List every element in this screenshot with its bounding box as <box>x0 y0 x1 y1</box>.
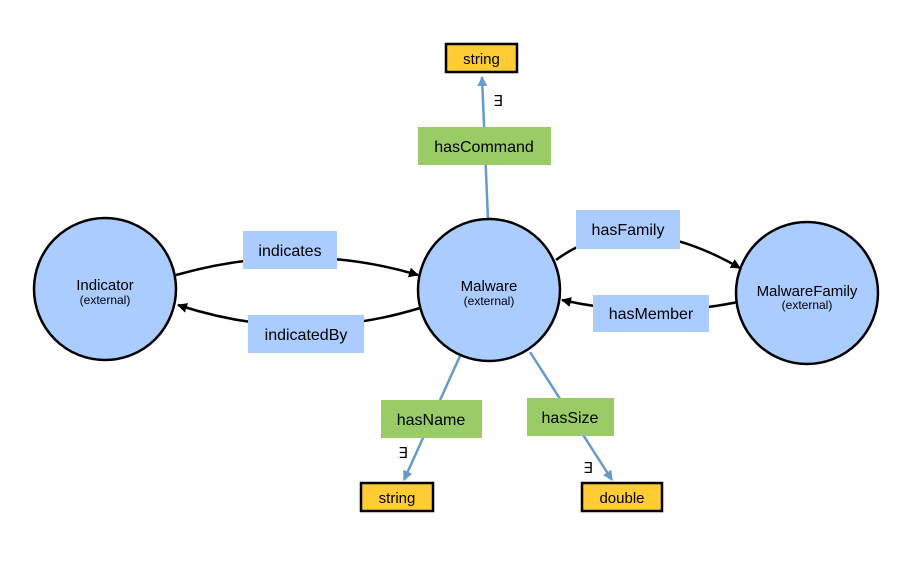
has-name-exists-symbol: ∃ <box>398 444 407 462</box>
indicates-label[interactable]: indicates <box>243 231 337 269</box>
has-name-label-text: hasName <box>397 412 466 429</box>
size-datatype-text: double <box>599 490 644 507</box>
has-family-label[interactable]: hasFamily <box>576 210 680 249</box>
malware-title: Malware <box>461 278 518 295</box>
size-datatype-box[interactable]: double <box>580 481 664 513</box>
command-datatype-text: string <box>463 51 500 68</box>
has-member-label[interactable]: hasMember <box>593 295 709 332</box>
name-datatype-text: string <box>379 490 416 507</box>
malware-family-node[interactable]: MalwareFamily (external) <box>734 220 880 366</box>
has-size-label-text: hasSize <box>542 410 599 427</box>
indicates-label-text: indicates <box>258 243 321 260</box>
malware-family-title: MalwareFamily <box>757 283 858 300</box>
has-size-exists-symbol: ∃ <box>583 459 592 477</box>
has-member-label-text: hasMember <box>609 306 694 323</box>
has-size-label[interactable]: hasSize <box>527 398 614 436</box>
has-name-label[interactable]: hasName <box>381 400 482 438</box>
malware-node[interactable]: Malware (external) <box>416 217 562 363</box>
indicator-title: Indicator <box>76 277 134 294</box>
command-datatype-box[interactable]: string <box>444 42 519 74</box>
indicator-subtitle: (external) <box>80 293 131 307</box>
indicated-by-label-text: indicatedBy <box>265 327 348 344</box>
has-command-exists-symbol: ∃ <box>493 92 502 110</box>
indicated-by-label[interactable]: indicatedBy <box>248 315 364 353</box>
has-command-label-text: hasCommand <box>434 139 534 156</box>
has-family-label-text: hasFamily <box>592 222 665 239</box>
name-datatype-box[interactable]: string <box>359 481 435 513</box>
indicator-node[interactable]: Indicator (external) <box>32 216 178 362</box>
has-command-label[interactable]: hasCommand <box>418 127 551 165</box>
malware-family-subtitle: (external) <box>782 298 833 312</box>
malware-subtitle: (external) <box>464 294 515 308</box>
